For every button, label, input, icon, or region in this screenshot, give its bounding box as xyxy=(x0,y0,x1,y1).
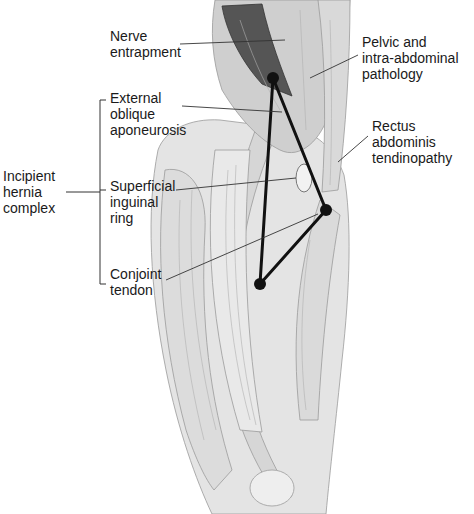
group-label: Incipient hernia complex xyxy=(3,168,65,216)
aponeurosis-label: External oblique aponeurosis xyxy=(110,90,196,138)
nerve-label: Nerve entrapment xyxy=(110,28,185,60)
rectus-abdominis xyxy=(318,0,350,192)
rectus-femoris xyxy=(210,150,262,432)
adductor-muscle xyxy=(296,200,340,420)
ring-label: Superficial inguinal ring xyxy=(110,178,180,226)
bracket xyxy=(66,100,106,284)
tendinopathy-label: Rectus abdominis tendinopathy xyxy=(372,118,464,166)
leader-lines xyxy=(166,40,368,280)
tendon-label: Conjoint tendon xyxy=(110,266,186,298)
patella xyxy=(250,470,294,506)
oblique-muscle xyxy=(222,4,292,96)
pathology-label: Pelvic and intra-abdominal pathology xyxy=(362,34,462,82)
